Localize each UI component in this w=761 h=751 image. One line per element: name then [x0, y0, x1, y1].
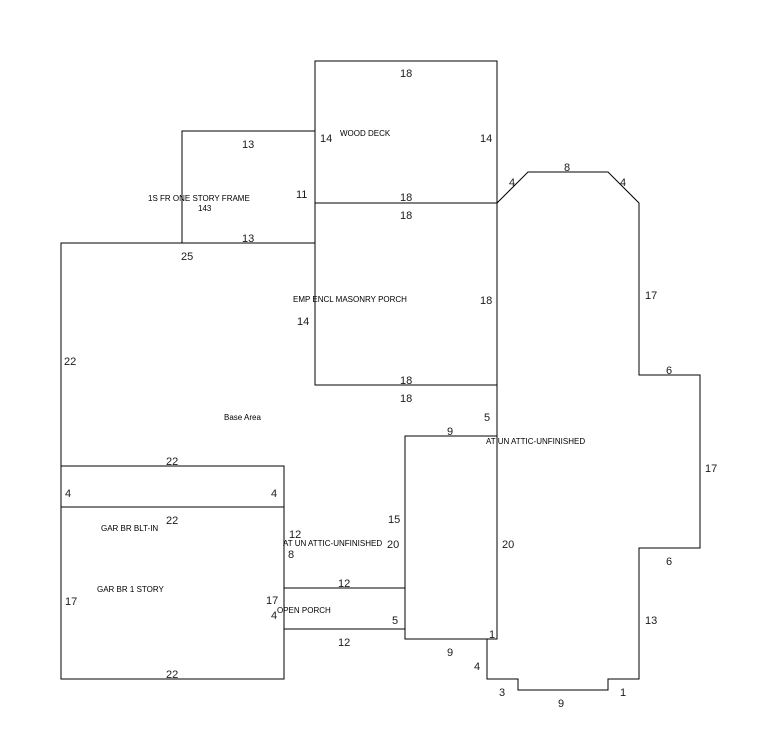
attic-right-outline	[486, 171, 701, 691]
dim-label: 22	[166, 515, 178, 527]
dim-label: 14	[480, 133, 492, 145]
dim-label: 8	[288, 549, 294, 561]
dim-label: 20	[387, 539, 399, 551]
dim-label: 18	[400, 375, 412, 387]
dim-label: 1	[489, 629, 495, 641]
label-garage-builtin: GAR BR BLT-IN	[101, 524, 158, 533]
dim-label: 20	[502, 539, 514, 551]
dim-label: 4	[474, 661, 480, 673]
dim-label: 9	[558, 698, 564, 710]
dim-label: 9	[447, 426, 453, 438]
label-attic-center: AT UN ATTIC-UNFINISHED	[283, 539, 382, 548]
dim-label: 22	[166, 456, 178, 468]
dim-label: 12	[289, 529, 301, 541]
dim-label: 4	[620, 177, 626, 189]
dim-label: 22	[166, 669, 178, 681]
dim-label: 17	[645, 290, 657, 302]
label-attic-right: AT UN ATTIC-UNFINISHED	[486, 437, 585, 446]
dim-label: 6	[666, 365, 672, 377]
dim-label: 5	[392, 615, 398, 627]
dim-label: 4	[271, 488, 277, 500]
dim-label: 17	[266, 595, 278, 607]
label-one-story-frame: 1S FR ONE STORY FRAME	[148, 194, 250, 203]
dim-label: 13	[242, 139, 254, 151]
dim-label: 14	[297, 316, 309, 328]
dim-label: 13	[645, 615, 657, 627]
garage-builtin-outline	[60, 465, 285, 508]
label-masonry-porch: EMP ENCL MASONRY PORCH	[293, 295, 407, 304]
dim-label: 11	[296, 189, 307, 201]
label-open-porch: OPEN PORCH	[277, 606, 331, 615]
dim-label: 18	[400, 192, 412, 204]
dim-label: 18	[400, 68, 412, 80]
label-base-area: Base Area	[224, 413, 261, 422]
dim-label: 6	[666, 556, 672, 568]
one-story-frame-outline	[181, 130, 315, 243]
dim-label: 14	[320, 133, 332, 145]
dim-label: 15	[388, 514, 400, 526]
label-wood-deck: WOOD DECK	[340, 129, 391, 138]
dim-label: 18	[480, 295, 492, 307]
dim-label: 22	[64, 356, 76, 368]
dim-label: 4	[509, 177, 515, 189]
dim-label: 4	[271, 610, 277, 622]
dim-label: 4	[65, 488, 71, 500]
label-one-story-frame-sqft: 143	[198, 204, 212, 213]
dim-label: 17	[65, 596, 77, 608]
dim-label: 3	[499, 687, 505, 699]
dim-label: 9	[447, 647, 453, 659]
label-garage-one-story: GAR BR 1 STORY	[97, 585, 165, 594]
dim-label: 13	[242, 233, 254, 245]
dim-label: 12	[338, 578, 350, 590]
dim-label: 1	[620, 687, 626, 699]
dim-label: 8	[564, 162, 570, 174]
dim-label: 18	[400, 393, 412, 405]
garage-one-story-outline	[60, 506, 285, 680]
dim-label: 5	[484, 412, 490, 424]
dim-label: 12	[338, 637, 350, 649]
dim-label: 17	[705, 463, 717, 475]
masonry-porch-outline	[314, 202, 498, 386]
dim-label: 25	[181, 251, 193, 263]
attic-center-outline	[404, 435, 498, 640]
dim-label: 18	[400, 210, 412, 222]
